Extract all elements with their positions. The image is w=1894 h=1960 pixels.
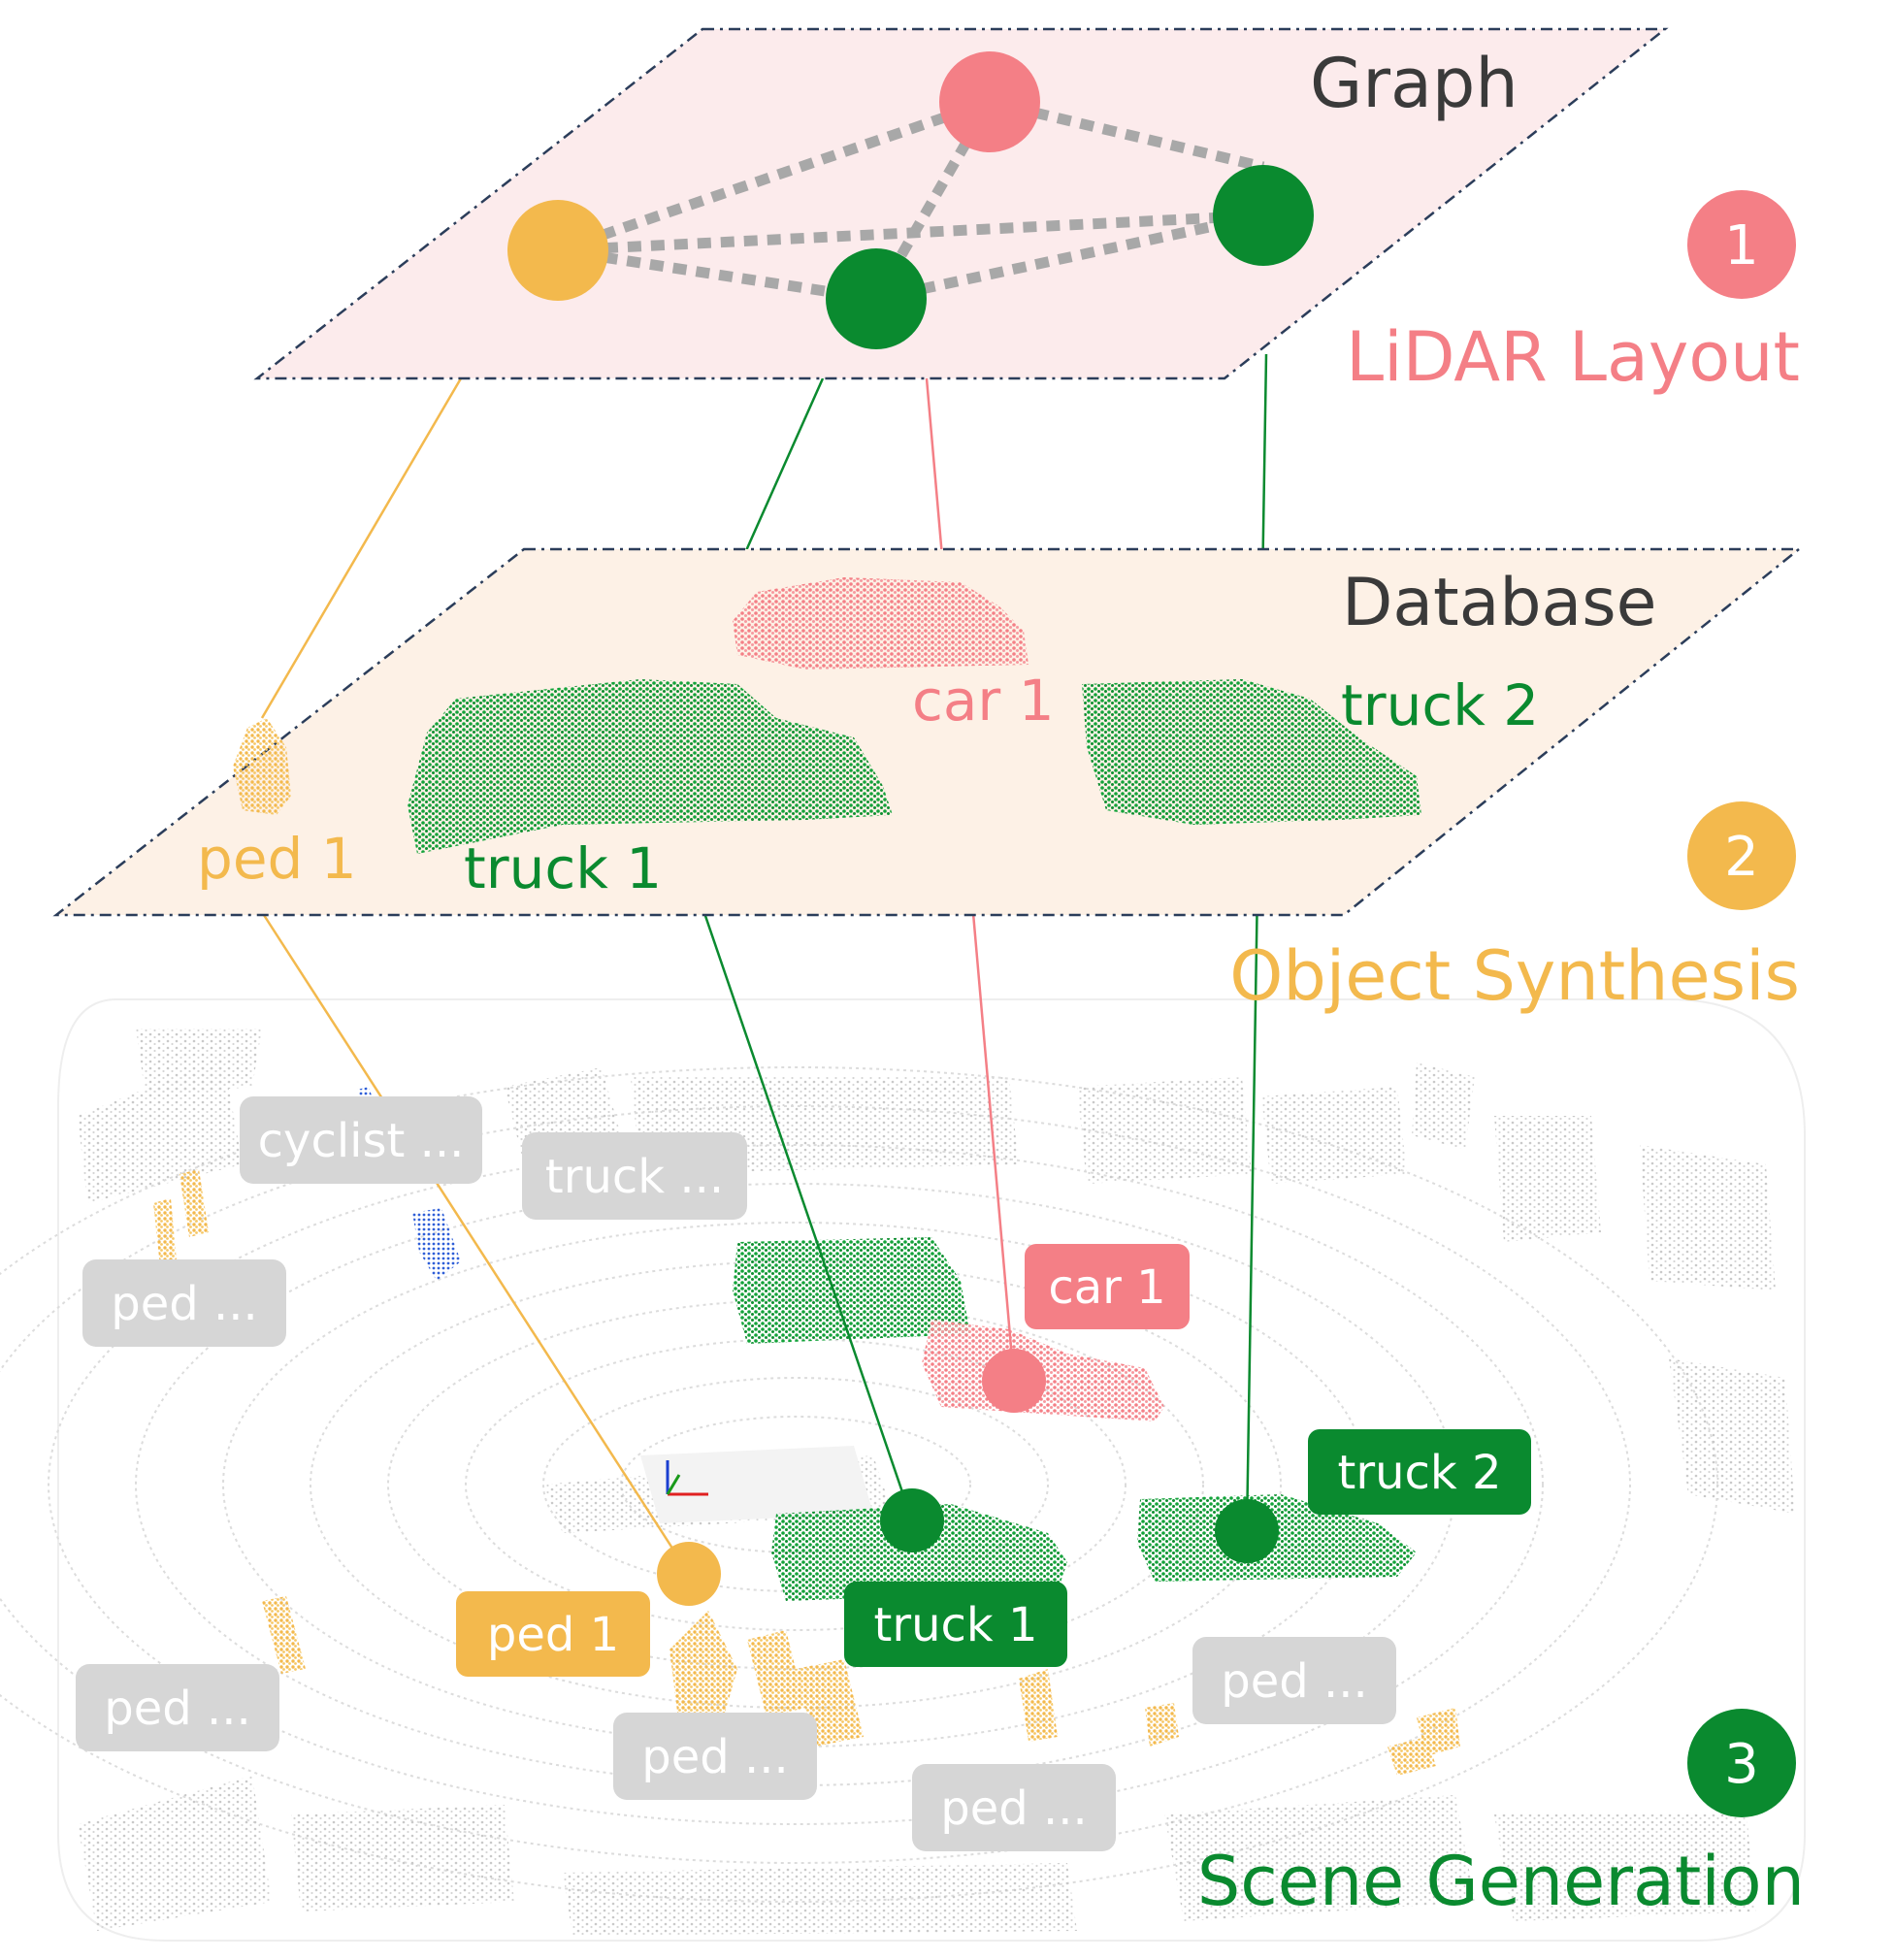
ego-axes-icon [666, 1460, 708, 1496]
db-truck1-label: truck 1 [464, 835, 662, 901]
scene-label-car: car 1 [1025, 1244, 1190, 1329]
scene-node-truck1 [880, 1488, 944, 1552]
scene-label-car-text: car 1 [1048, 1260, 1165, 1315]
step-2-title: Object Synthesis [1229, 936, 1800, 1016]
scene-layer [0, 998, 1806, 1942]
gray-label-ped-bottom-text: ped ... [940, 1781, 1088, 1836]
gray-label-ped-right: ped ... [1192, 1637, 1396, 1724]
edge-orange-green-mid [557, 245, 877, 305]
graph-node-orange [507, 200, 608, 301]
step-2-badge [1687, 801, 1796, 910]
gray-label-ped-center: ped ... [613, 1713, 817, 1800]
scene-label-truck2-text: truck 2 [1338, 1446, 1502, 1500]
scene-truck-1-points [733, 1237, 970, 1344]
gray-label-ped-left-bottom: ped ... [76, 1664, 279, 1751]
edge-orange-red [556, 96, 992, 256]
step-1-title: LiDAR Layout [1346, 317, 1800, 397]
step-2-number: 2 [1724, 826, 1759, 889]
scene-label-truck2: truck 2 [1308, 1429, 1531, 1515]
gray-label-ped-center-text: ped ... [641, 1730, 789, 1784]
connector-orange-lower [260, 911, 691, 1575]
gray-label-ped-bottom: ped ... [912, 1764, 1116, 1851]
step-3-number: 3 [1724, 1733, 1759, 1796]
scene-label-truck1-text: truck 1 [874, 1598, 1038, 1652]
scene-node-red [982, 1349, 1046, 1413]
step-3: 3 Scene Generation [1197, 1709, 1805, 1921]
scene-truck-1b-points [771, 1504, 1067, 1601]
background-structures [78, 1029, 1795, 1936]
scene-label-truck1: truck 1 [844, 1582, 1067, 1667]
db-car-label: car 1 [912, 668, 1055, 734]
scene-label-ped-text: ped 1 [487, 1608, 619, 1662]
graph-node-green-mid [826, 248, 927, 349]
gray-label-ped-right-text: ped ... [1221, 1654, 1368, 1709]
db-truck2-points [1082, 679, 1421, 825]
edge-green-mid-green-right [874, 210, 1265, 305]
scene-label-ped: ped 1 [456, 1591, 650, 1677]
step-1: 1 LiDAR Layout [1346, 190, 1800, 397]
database-layer: Database car 1 truck 2 ped 1 truck 1 [52, 547, 1803, 917]
step-3-badge [1687, 1709, 1796, 1817]
gray-label-cyclist-text: cyclist ... [258, 1114, 465, 1168]
step-3-title: Scene Generation [1197, 1842, 1805, 1921]
database-label: Database [1342, 565, 1656, 641]
gray-label-cyclist: cyclist ... [240, 1096, 482, 1184]
gray-label-ped-left-top: ped ... [82, 1259, 286, 1347]
gray-label-ped-left-bottom-text: ped ... [104, 1682, 251, 1736]
graph-node-red [939, 51, 1040, 152]
background-pedestrians [153, 1169, 1460, 1776]
gray-label-ped-left-top-text: ped ... [111, 1277, 258, 1331]
step-1-number: 1 [1724, 214, 1759, 278]
step-1-badge [1687, 190, 1796, 299]
cyclist-points [412, 1208, 461, 1281]
graph-plane [253, 27, 1669, 380]
graph-label: Graph [1310, 44, 1518, 123]
db-truck2-label: truck 2 [1341, 672, 1539, 738]
scene-labels: cyclist ... truck ... ped ... ped ... pe… [76, 1096, 1531, 1851]
connector-green-mid-lower [689, 872, 914, 1521]
graph-layer: Graph [253, 27, 1669, 380]
scene-node-truck2 [1215, 1499, 1279, 1563]
graph-node-green-right [1213, 165, 1314, 266]
connector-orange-upper [260, 377, 463, 719]
db-car-points [733, 577, 1029, 670]
db-ped-label: ped 1 [197, 826, 357, 892]
gray-label-truck-text: truck ... [545, 1150, 724, 1204]
step-2: 2 Object Synthesis [1229, 801, 1800, 1016]
db-ped-points [233, 718, 291, 815]
gray-label-truck: truck ... [522, 1132, 747, 1220]
scene-node-ped [657, 1542, 721, 1606]
ego-vehicle [640, 1446, 873, 1523]
db-truck1-points [408, 679, 893, 854]
